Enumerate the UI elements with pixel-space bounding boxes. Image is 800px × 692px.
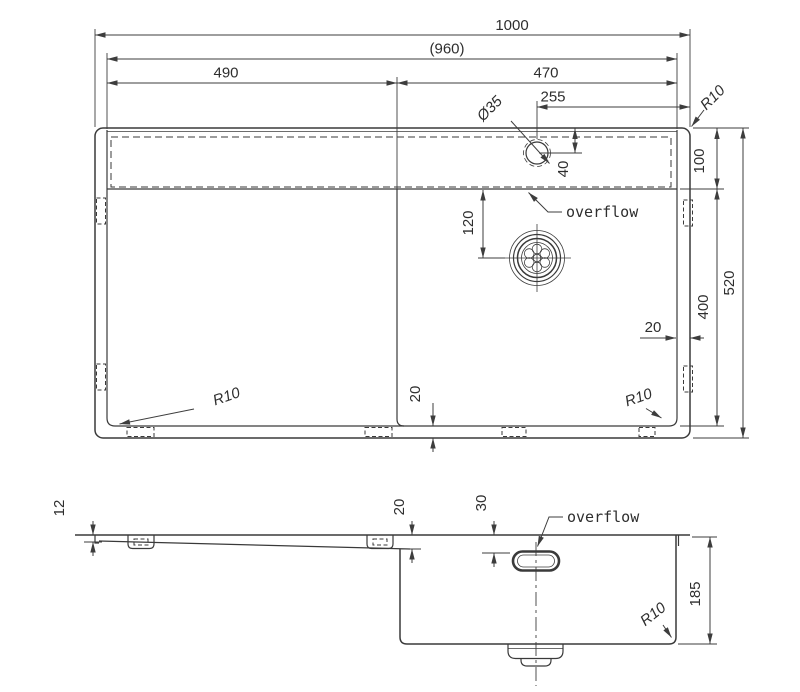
dim-label-40: 40 (555, 161, 572, 178)
radius-label-bl: R10 (211, 384, 243, 409)
dim-label-960: (960) (429, 41, 464, 58)
dim-label-470: 470 (533, 65, 558, 82)
dim-label-20-bottom: 20 (407, 386, 424, 403)
radius-label-side: R10 (637, 599, 670, 630)
dim-overflow-from-top: 30 (473, 495, 510, 567)
dim-drain-offset: 120 (460, 190, 505, 259)
drain-fitting (507, 644, 564, 667)
top-view: 1000 (960) 490 470 255 40 (94, 17, 749, 452)
dim-label-30: 30 (473, 495, 490, 512)
dim-label-255: 255 (540, 89, 565, 106)
dim-bowl-depth: 185 (678, 536, 717, 645)
dim-label-1000: 1000 (495, 17, 528, 34)
dim-label-100: 100 (691, 148, 708, 173)
dim-right-side: 100 400 520 (680, 127, 749, 439)
dim-label-120: 120 (460, 210, 477, 235)
dim-flange-right: 20 (640, 319, 704, 341)
drainboard-recess-hidden-edge (110, 136, 672, 188)
drainboard-slope (98, 540, 411, 550)
dim-label-185: 185 (687, 581, 704, 606)
side-outline (75, 534, 690, 645)
faucet-hole-label: Ø35 (473, 92, 506, 125)
dim-overall-width: 1000 (94, 17, 691, 127)
side-view: 12 20 30 overflow 185 (51, 495, 717, 686)
overflow-label-side: overflow (567, 508, 640, 526)
dim-rim-width: (960) (106, 41, 678, 129)
radius-callout-top-right: R10 (691, 82, 729, 127)
dim-label-490: 490 (213, 65, 238, 82)
dim-490-470: 490 470 (107, 65, 677, 189)
sink-outline (94, 127, 691, 439)
radius-callout-side: R10 (637, 599, 672, 638)
dim-rim-thickness: 12 (51, 500, 102, 556)
side-clip-left (127, 535, 155, 550)
dim-label-12: 12 (51, 500, 68, 517)
drain-strainer (503, 224, 571, 292)
radius-label-br: R10 (623, 385, 655, 410)
radius-label-tr: R10 (697, 82, 729, 114)
dim-faucet-to-edge: 255 (536, 89, 690, 139)
dim-label-20-right: 20 (645, 319, 662, 336)
dim-label-20-side: 20 (391, 499, 408, 516)
dim-recess-depth: 20 (391, 499, 421, 563)
bowl-section (399, 535, 677, 645)
overflow-label-top: overflow (566, 203, 639, 221)
radius-callout-bottom-left: R10 (119, 384, 243, 425)
overflow-callout-top: overflow (528, 192, 639, 221)
dim-faucet-inset: 40 (539, 128, 582, 178)
side-clip-mid (366, 535, 394, 550)
dim-flange-bottom: 20 (407, 386, 436, 452)
mounting-clips (96, 197, 693, 437)
dim-label-520: 520 (721, 270, 738, 295)
overflow-callout-side: overflow (537, 508, 640, 547)
bowl-left-wall (396, 189, 405, 427)
dim-label-400: 400 (695, 294, 712, 319)
radius-callout-bowl: R10 (623, 385, 662, 419)
